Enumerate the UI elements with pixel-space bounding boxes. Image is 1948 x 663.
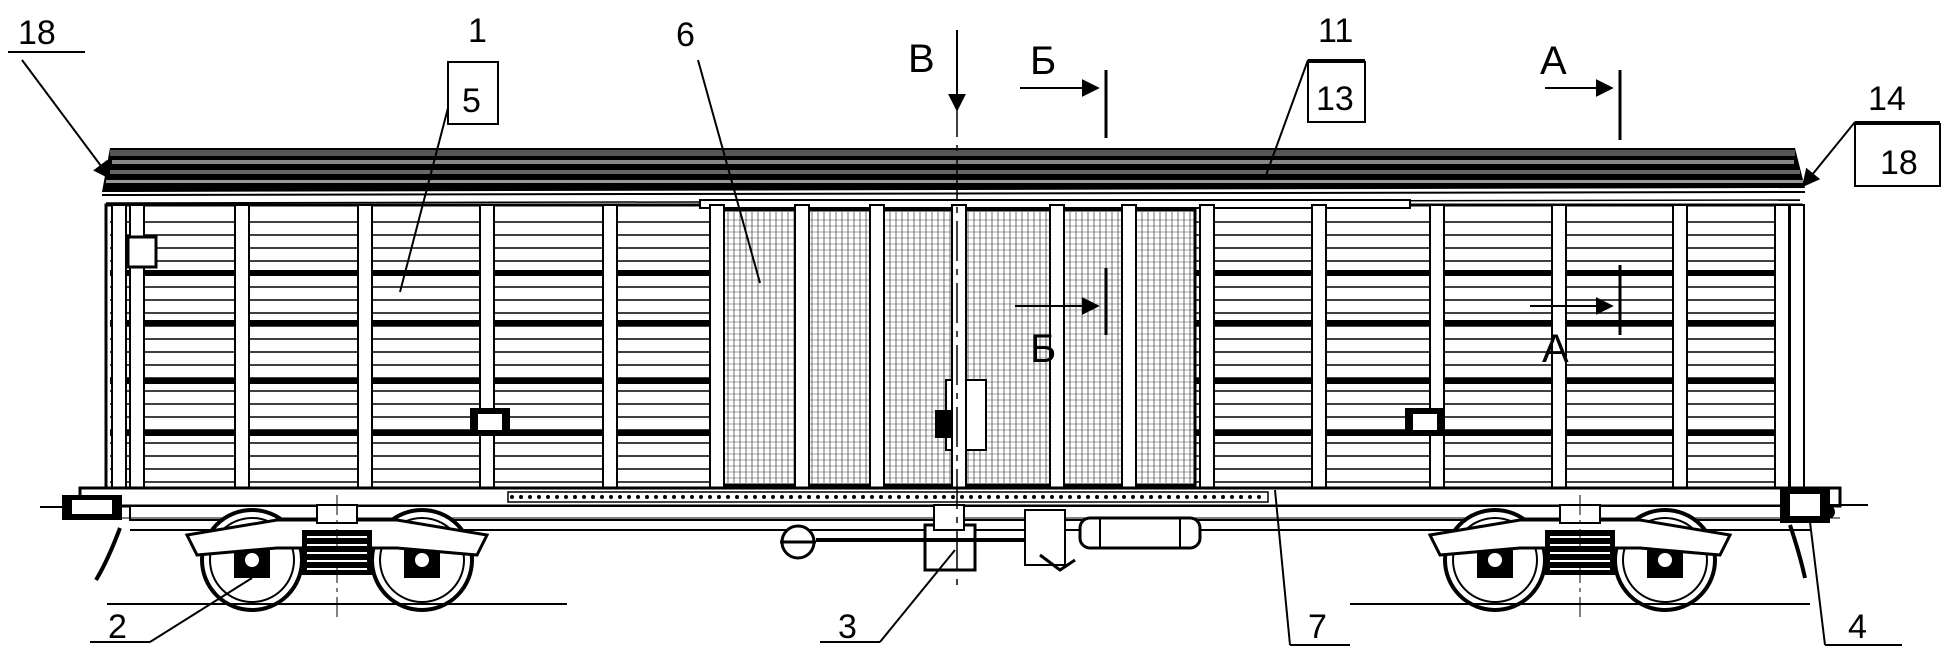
door-stop-left [470,408,510,436]
side-posts [111,204,1805,489]
coupler-right [1780,488,1868,579]
callout-18-left: 18 [18,14,56,52]
section-a-top: А [1540,39,1567,83]
callout-5: 5 [462,82,481,120]
callout-11: 11 [1318,12,1353,50]
bogies [107,495,1810,620]
callout-box-5 [447,61,499,125]
callout-2: 2 [108,608,127,646]
air-reservoir [1078,516,1202,550]
callout-18-right: 18 [1880,144,1918,182]
callout-13: 13 [1316,80,1354,118]
callout-6: 6 [676,16,695,54]
label-plate [126,235,158,269]
view-mark-v: В [908,37,935,81]
callout-4: 4 [1848,608,1867,646]
callout-14: 14 [1868,80,1906,118]
callout-7: 7 [1308,608,1327,646]
brake-equipment [780,504,1202,572]
door-stop-right [1405,408,1445,436]
brake-cylinder [923,523,977,572]
section-b-body: Б [1030,327,1056,371]
underframe [78,486,1842,531]
section-b-top: Б [1030,39,1056,83]
section-a-body: А [1542,327,1569,371]
side-sill-rivets [510,495,1261,499]
section-b-marker [1015,70,1108,335]
coupler-left [40,495,122,582]
callout-3: 3 [838,608,857,646]
callout-box-13 [1307,61,1366,123]
leader-lines [8,51,1940,646]
section-a-marker [1530,70,1622,335]
callout-box-18-right [1854,123,1941,187]
roof [101,148,1806,204]
callout-1: 1 [468,12,487,50]
